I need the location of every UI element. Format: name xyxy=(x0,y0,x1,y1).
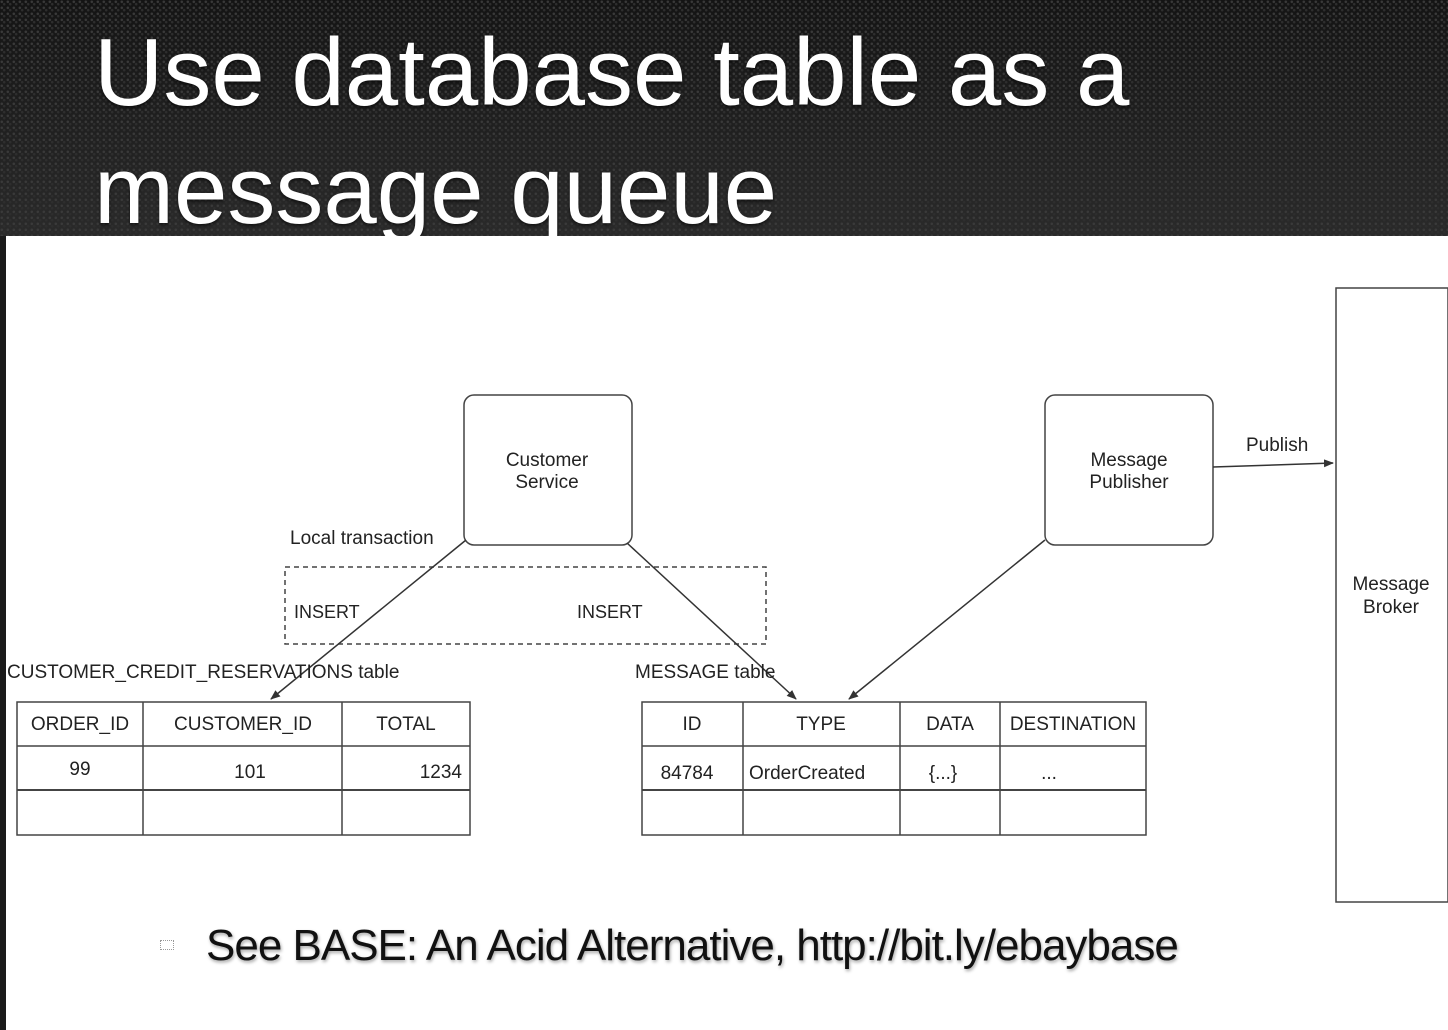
message-cell-destination: ... xyxy=(1041,763,1057,784)
footnote: See BASE: An Acid Alternative, http://bi… xyxy=(160,918,1360,974)
insert-right-label: INSERT xyxy=(577,602,643,622)
message-broker-label-line-1: Message xyxy=(1352,574,1429,595)
title-bar: Use database table as a message queue xyxy=(0,0,1448,244)
message-broker-node: Message Broker xyxy=(1335,287,1448,903)
slide-title-line-2: message queue xyxy=(94,137,778,244)
publish-arrow xyxy=(1212,459,1334,468)
reservations-header-customer-id: CUSTOMER_ID xyxy=(174,714,312,735)
diagram-canvas xyxy=(6,236,1448,1030)
message-table-caption: MESSAGE table xyxy=(635,662,775,683)
message-publisher-label-line-2: Publisher xyxy=(1089,472,1169,493)
customer-service-label-line-2: Service xyxy=(515,472,578,493)
message-header-destination: DESTINATION xyxy=(1010,714,1136,735)
message-header-id: ID xyxy=(683,714,702,735)
insert-left-label: INSERT xyxy=(294,602,360,622)
poll-message-arrow xyxy=(848,539,1046,700)
slide-title: Use database table as a message queue xyxy=(94,14,1294,250)
reservations-table-caption: CUSTOMER_CREDIT_RESERVATIONS table xyxy=(7,662,399,683)
message-publisher-label-line-1: Message xyxy=(1090,450,1167,471)
reservations-cell-order-id: 99 xyxy=(69,759,90,780)
message-table: ID TYPE DATA DESTINATION 84784 OrderCrea… xyxy=(641,701,1147,836)
customer-service-label-line-1: Customer xyxy=(506,450,589,471)
reservations-header-total: TOTAL xyxy=(376,714,435,735)
insert-reservations-arrow xyxy=(270,539,467,700)
slide-title-line-1: Use database table as a xyxy=(94,19,1130,126)
bullet-icon xyxy=(160,940,174,950)
reservations-cell-customer-id: 101 xyxy=(234,762,266,783)
message-broker-label-line-2: Broker xyxy=(1363,597,1420,618)
message-cell-id: 84784 xyxy=(661,763,714,784)
message-cell-type: OrderCreated xyxy=(749,763,865,784)
message-header-data: DATA xyxy=(926,714,974,735)
publish-label: Publish xyxy=(1246,435,1308,456)
reservations-table: ORDER_ID CUSTOMER_ID TOTAL 99 101 1234 xyxy=(16,701,471,836)
insert-message-arrow xyxy=(626,542,797,700)
reservations-header-order-id: ORDER_ID xyxy=(31,714,129,735)
customer-service-node: Customer Service xyxy=(463,394,633,546)
local-transaction-label: Local transaction xyxy=(290,528,434,549)
footnote-text: See BASE: An Acid Alternative, http://bi… xyxy=(206,921,1179,970)
message-cell-data: {...} xyxy=(929,763,958,784)
message-header-type: TYPE xyxy=(796,714,846,735)
left-edge xyxy=(0,236,6,1030)
reservations-cell-total: 1234 xyxy=(420,762,463,783)
message-publisher-node: Message Publisher xyxy=(1044,394,1214,546)
